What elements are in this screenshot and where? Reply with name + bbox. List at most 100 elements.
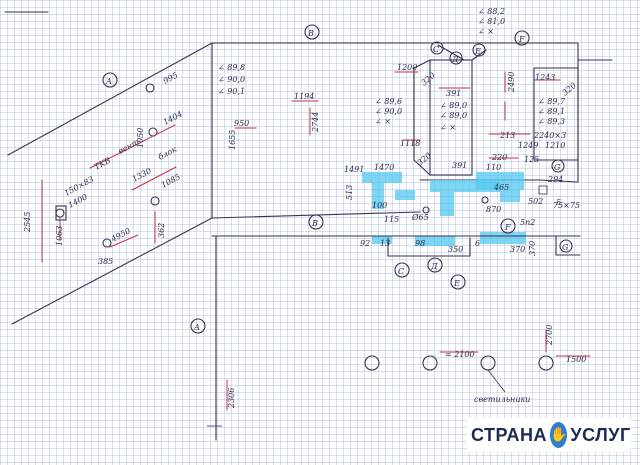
- box-top-left-diag: [437, 44, 465, 61]
- dim-line-tkv: [89, 124, 176, 169]
- note-pipe: вент: [117, 137, 141, 156]
- marker-c-top-text: С: [433, 45, 439, 54]
- dim-4950: 4950: [109, 226, 132, 244]
- pipe-small: [481, 196, 489, 204]
- duct-edge-1: [413, 59, 431, 69]
- dim-1085: 1085: [160, 172, 182, 190]
- dim-2545: 2545: [23, 212, 32, 233]
- dim-502: 502: [528, 197, 543, 206]
- left-wall-bottom-edge: [11, 217, 213, 325]
- dim-2700: 2700: [545, 325, 554, 346]
- angle-m2: ∠ 90,0: [375, 107, 402, 116]
- outlet-75x75: [538, 185, 548, 195]
- dim-950: 950: [234, 119, 249, 128]
- dim-1470: 1470: [374, 163, 394, 172]
- dim-1210: 1210: [545, 141, 565, 150]
- angle-m1: ∠ 89,6: [375, 97, 402, 106]
- marker-c-top: [430, 41, 444, 55]
- dim-5n2: 5n2: [520, 218, 535, 227]
- pipe-d65: [422, 206, 430, 214]
- logo-word-left: СТРАНА: [471, 424, 547, 445]
- socket-3: [150, 196, 160, 206]
- marker-e-top: [472, 43, 486, 57]
- angle-c1: ∠ 89,8: [218, 63, 245, 72]
- marker-g-text: G: [562, 243, 569, 252]
- highlight-3: [395, 190, 415, 200]
- dim-1050: 1050: [136, 128, 145, 148]
- angle-r1: ∠ 89,7: [538, 97, 566, 106]
- dim-d65: Ø65: [411, 213, 429, 222]
- note-75x75: 75×75: [553, 201, 580, 210]
- marker-f-top-text: F: [518, 35, 525, 44]
- duct-edge-4: [471, 49, 487, 61]
- dim-line-block: [131, 166, 177, 191]
- angle-c3: ∠ 90,1: [218, 87, 245, 96]
- angle-r2: ∠ 89,1: [538, 107, 565, 116]
- angle-b3: ∠ ×: [440, 123, 456, 132]
- dim-110: 110: [486, 163, 501, 172]
- highlight-6: [476, 172, 524, 190]
- highlight-7: [500, 190, 520, 202]
- dim-385: 385: [98, 257, 113, 266]
- marker-f-top: [514, 30, 530, 46]
- dim-1063: 1063: [55, 226, 64, 246]
- light-1: [364, 355, 380, 371]
- marker-e-low: [450, 274, 466, 290]
- marker-e-low-text: Е: [453, 279, 460, 288]
- light-2: [422, 355, 438, 371]
- right-box: [533, 67, 579, 161]
- dim-213: 213: [499, 131, 515, 140]
- socket-2: [102, 238, 112, 248]
- note-svetilniki: светильники: [474, 395, 530, 404]
- dim-125: 125: [524, 155, 539, 164]
- angle-r3: ∠ 89,3: [538, 117, 565, 126]
- dim-1491: 1491: [344, 165, 364, 174]
- highlight-9: [372, 236, 392, 244]
- marker-d-low-text: Д: [430, 262, 438, 271]
- marker-d-top: [449, 51, 463, 65]
- dim-1404: 1404: [162, 109, 184, 127]
- marker-a-top: [102, 72, 118, 88]
- dim-220: 220: [491, 153, 507, 162]
- marker-g-right: [551, 159, 565, 173]
- dim-1194: 1194: [294, 92, 314, 101]
- marker-c-low-text: С: [398, 267, 404, 276]
- dim-1655: 1655: [228, 130, 237, 150]
- marker-a-floor: [190, 318, 206, 334]
- dim-320a: 320: [420, 71, 437, 88]
- dim-2744: 2744: [311, 112, 320, 133]
- dim-100: 100: [372, 201, 387, 210]
- socket-5: [145, 83, 155, 93]
- handshake-icon: ✋: [549, 422, 568, 448]
- dim-391b: 391: [452, 161, 467, 170]
- floor-plan: [207, 235, 591, 441]
- left-wall: [7, 42, 213, 325]
- dim-1243: 1243: [535, 73, 555, 82]
- dim-870: 870: [486, 205, 501, 214]
- marker-a-floor-text: А: [193, 323, 200, 332]
- dim-98: 98: [415, 239, 425, 248]
- dim-294: 294: [547, 175, 563, 184]
- light-callout: [487, 369, 506, 393]
- dim-1249: 1249: [518, 141, 538, 150]
- note-block: блок: [157, 145, 179, 162]
- duct-box: [429, 59, 473, 176]
- dim-2240x3: 2240×3: [533, 131, 566, 140]
- stranauslug-logo: СТРАНА ✋ УСЛУГ: [467, 418, 631, 452]
- dim-115: 115: [384, 215, 399, 224]
- marker-b-top-text: В: [307, 29, 314, 38]
- light-4: [538, 355, 554, 371]
- dim-1118: 1118: [400, 139, 420, 148]
- logo-word-right: УСЛУГ: [570, 424, 631, 445]
- dim-line-4950: [109, 234, 139, 248]
- dim-2306: 2306: [227, 388, 236, 409]
- floor-line-end: [539, 179, 579, 183]
- marker-f-mid: [500, 218, 516, 234]
- highlight-1: [362, 172, 402, 183]
- switch-box: [55, 205, 67, 221]
- left-wall-top-edge: [7, 42, 213, 156]
- axis-markers: А В С Д Е F В F G С Д Е А G: [102, 24, 573, 334]
- marker-e-top-text: Е: [474, 47, 481, 56]
- marker-g: [559, 239, 573, 253]
